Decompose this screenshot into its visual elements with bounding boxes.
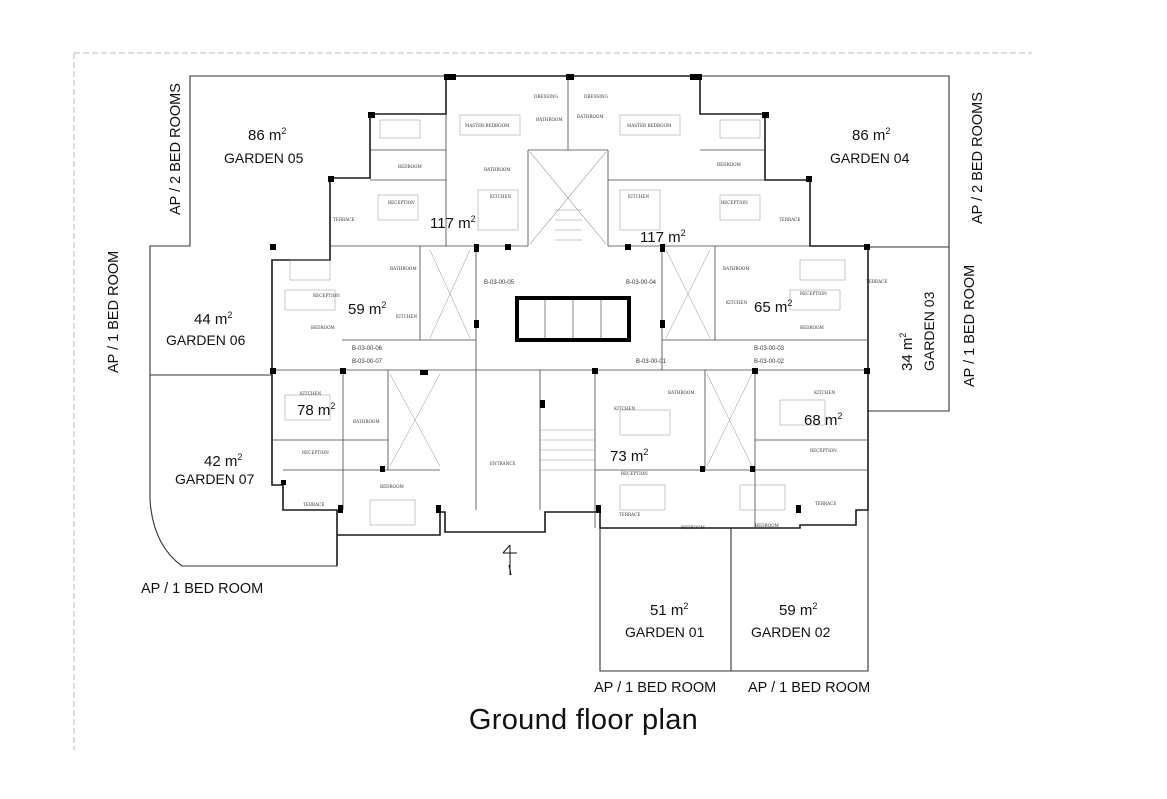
room-label: KITCHEN [396, 314, 417, 319]
room-label: KITCHEN [814, 390, 835, 395]
room-labels: MASTER BEDROOM MASTER BEDROOM BATHROOM B… [300, 94, 887, 530]
room-label: KITCHEN [726, 300, 747, 305]
room-label: BEDROOM [398, 164, 423, 169]
room-label: DRESSING [534, 94, 559, 99]
unit-code-02: B-03-00-02 [754, 359, 785, 365]
lift-core [389, 151, 753, 471]
garden-07-name: GARDEN 07 [175, 471, 255, 487]
furniture [284, 114, 846, 526]
ap-label-right-2bed: AP / 2 BED ROOMS [970, 92, 986, 224]
room-label: KITCHEN [614, 406, 635, 411]
room-label: RECEPTION [302, 450, 329, 455]
room-label: TERRACE [815, 501, 836, 506]
garden-07-area: 42 m2 [204, 452, 242, 470]
room-label: MASTER BEDROOM [627, 123, 672, 128]
room-label: TERRACE [303, 502, 324, 507]
room-label: BATHROOM [536, 117, 563, 122]
room-label: BEDROOM [800, 325, 825, 330]
garden-04-area: 86 m2 [852, 126, 890, 144]
room-label: BATHROOM [723, 266, 750, 271]
garden-02-area: 59 m2 [779, 601, 817, 619]
room-label: BEDROOM [311, 325, 336, 330]
ap-label-garden-01: AP / 1 BED ROOM [594, 680, 716, 696]
ap-label-left-2bed: AP / 2 BED ROOMS [168, 83, 184, 215]
garden-boundaries [149, 75, 950, 672]
garden-05-name: GARDEN 05 [224, 150, 304, 166]
room-label: BEDROOM [380, 484, 405, 489]
room-label: TERRACE [619, 512, 640, 517]
room-label: BATHROOM [353, 419, 380, 424]
room-label: BEDROOM [681, 525, 706, 530]
north-arrow-icon [502, 544, 517, 576]
wall-pillars [270, 74, 870, 513]
garden-06-area: 44 m2 [194, 310, 232, 328]
room-label: TERRACE [779, 217, 800, 222]
unit-code-05: B-03-00-05 [484, 280, 515, 286]
apartment-03-area: 65 m2 [754, 298, 792, 316]
room-label: RECEPTION [313, 293, 340, 298]
room-label: KITCHEN [628, 194, 649, 199]
building-walls [271, 75, 869, 566]
room-label: ENTRANCE [490, 461, 516, 466]
room-label: TERRACE [866, 279, 887, 284]
room-label: RECEPTION [810, 448, 837, 453]
apartment-02-area: 68 m2 [804, 411, 842, 429]
garden-03-label: 34 m2 [898, 333, 916, 371]
apartment-07-area: 78 m2 [297, 401, 335, 419]
room-label: RECEPTION [721, 200, 748, 205]
garden-01-area: 51 m2 [650, 601, 688, 619]
garden-03-name: GARDEN 03 [921, 291, 937, 371]
ap-label-garden-02: AP / 1 BED ROOM [748, 680, 870, 696]
room-label: TERRACE [333, 217, 354, 222]
room-label: BATHROOM [390, 266, 417, 271]
room-label: KITCHEN [490, 194, 511, 199]
unit-code-03: B-03-00-03 [754, 346, 785, 352]
apartment-05-area: 117 m2 [430, 214, 476, 232]
unit-code-06: B-03-00-06 [352, 346, 383, 352]
garden-04-name: GARDEN 04 [830, 150, 910, 166]
room-label: DRESSING [584, 94, 609, 99]
room-label: RECEPTION [388, 200, 415, 205]
unit-code-01: B-03-00-01 [636, 359, 667, 365]
room-label: BATHROOM [577, 114, 604, 119]
apartment-04-area: 117 m2 [640, 228, 686, 246]
ap-label-right-1bed: AP / 1 BED ROOM [962, 265, 978, 387]
garden-03-area: 34 m2 [898, 333, 916, 371]
ap-label-bottom-left-1bed: AP / 1 BED ROOM [141, 581, 263, 597]
garden-02-name: GARDEN 02 [751, 624, 831, 640]
room-label: RECEPTION [621, 471, 648, 476]
garden-06-name: GARDEN 06 [166, 332, 246, 348]
interior-walls [272, 76, 868, 528]
garden-05-area: 86 m2 [248, 126, 286, 144]
room-label: BEDROOM [717, 162, 742, 167]
plan-title: Ground floor plan [468, 704, 699, 736]
room-label: KITCHEN [300, 391, 321, 396]
unit-code-04: B-03-00-04 [626, 280, 657, 286]
room-label: RECEPTION [800, 291, 827, 296]
room-label: BATHROOM [668, 390, 695, 395]
room-label: BATHROOM [484, 167, 511, 172]
unit-code-07: B-03-00-07 [352, 359, 383, 365]
garden-01-name: GARDEN 01 [625, 624, 705, 640]
apartment-01-area: 73 m2 [610, 447, 648, 465]
ap-label-left-1bed: AP / 1 BED ROOM [106, 251, 122, 373]
room-label: MASTER BEDROOM [465, 123, 510, 128]
apartment-06-area: 59 m2 [348, 300, 386, 318]
room-label: BEDROOM [755, 523, 780, 528]
